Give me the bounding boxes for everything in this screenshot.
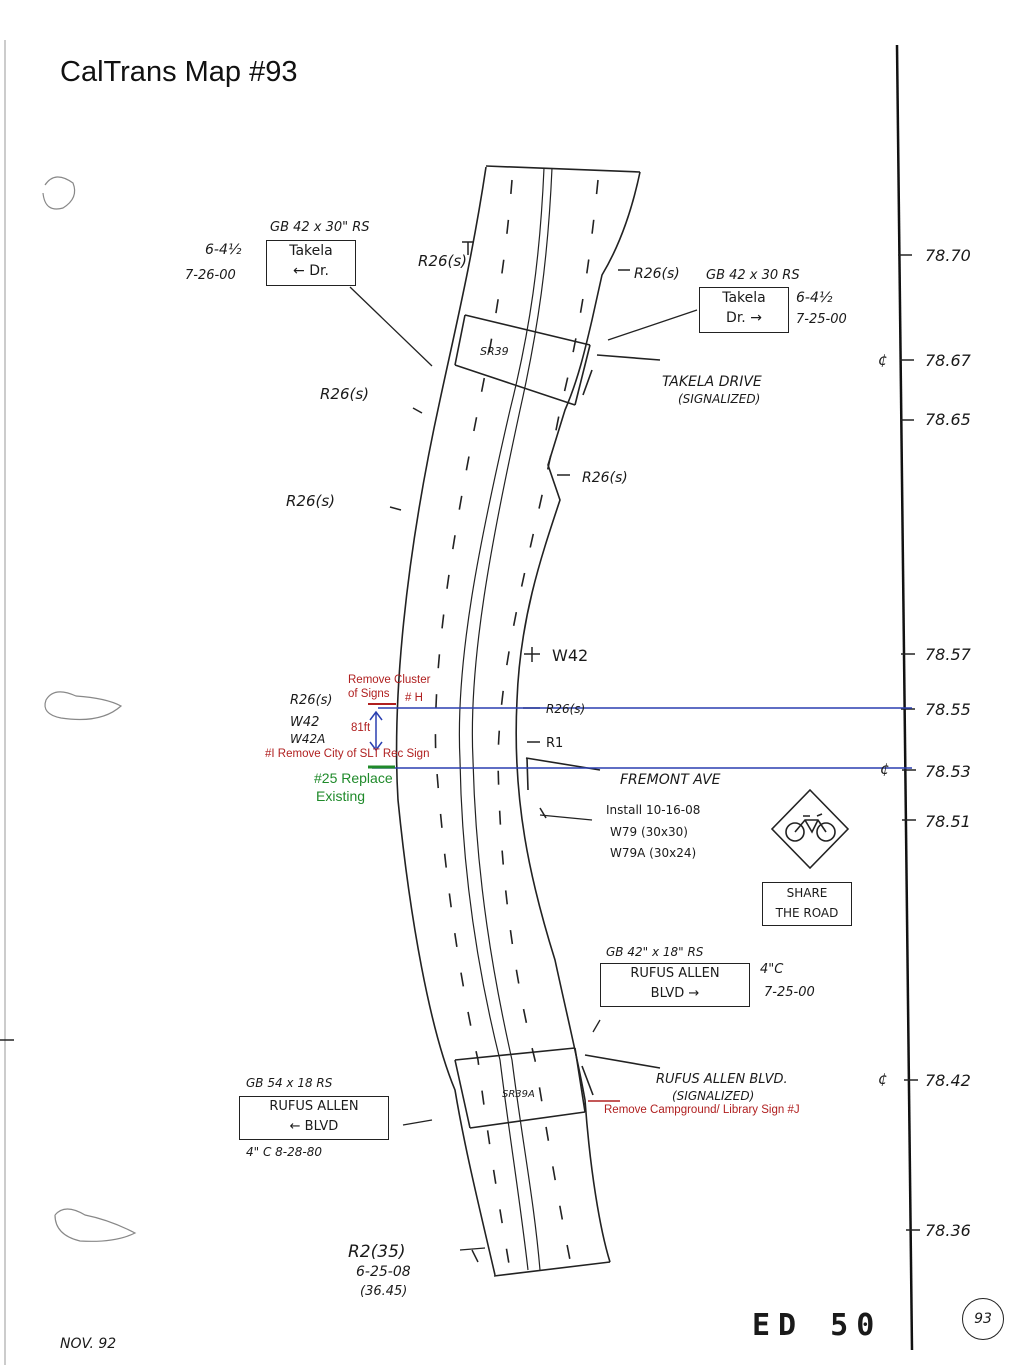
r2-date: 6-25-08 bbox=[356, 1264, 411, 1280]
date-stamp: NOV. 92 bbox=[60, 1336, 117, 1352]
sign-line: RUFUS ALLEN bbox=[269, 1099, 359, 1114]
r2-postmile: (36.45) bbox=[360, 1284, 408, 1299]
postmile-label: 78.70 bbox=[925, 246, 971, 265]
sign-line: THE ROAD bbox=[775, 906, 839, 920]
rufus-right-sign: RUFUS ALLEN BLVD → bbox=[600, 963, 750, 1007]
sign-size: 6-4½ bbox=[205, 242, 242, 258]
route-marker: SR39A bbox=[502, 1089, 535, 1100]
sign-line: RUFUS ALLEN bbox=[630, 966, 720, 981]
centerline-icon: ¢ bbox=[880, 760, 890, 778]
bicycle-sign-icon bbox=[770, 788, 850, 870]
r26-label: R26(s) bbox=[546, 702, 586, 716]
annotation-remove-cluster: Remove Cluster bbox=[348, 674, 431, 686]
sign-spec: GB 54 x 18 RS bbox=[246, 1076, 333, 1090]
r26-label: R26(s) bbox=[290, 693, 333, 708]
sign-spec: GB 42 x 30" RS bbox=[270, 220, 370, 235]
sign-size: 4" C 8-28-80 bbox=[246, 1145, 322, 1159]
sign-spec: GB 42 x 30 RS bbox=[706, 268, 800, 283]
postmile-label: 78.57 bbox=[925, 645, 971, 664]
sign-date: 7-26-00 bbox=[185, 268, 236, 283]
centerline-icon: ¢ bbox=[878, 1070, 888, 1088]
page-number: 93 bbox=[962, 1298, 1004, 1340]
sign-date: 7-25-00 bbox=[764, 985, 815, 1000]
sign-line: BLVD → bbox=[650, 986, 700, 1001]
sign-line: Takela bbox=[289, 243, 333, 259]
sign-size: 4"C bbox=[760, 962, 784, 977]
postmile-label: 78.67 bbox=[925, 351, 971, 370]
sign-spec: GB 42" x 18" RS bbox=[606, 945, 704, 959]
street-note: (SIGNALIZED) bbox=[678, 392, 761, 406]
install-note: Install 10-16-08 bbox=[606, 803, 701, 817]
postmile-label: 78.53 bbox=[925, 762, 971, 781]
sign-line: Takela bbox=[722, 290, 766, 306]
sign-date: 7-25-00 bbox=[796, 312, 847, 327]
r26-label: R26(s) bbox=[320, 385, 370, 403]
page-title: CalTrans Map #93 bbox=[60, 56, 298, 88]
annotation-replace: Existing bbox=[316, 788, 366, 804]
street-name: TAKELA DRIVE bbox=[662, 374, 762, 390]
install-note: W79 (30x30) bbox=[610, 825, 688, 839]
sign-line: ← Dr. bbox=[293, 263, 329, 279]
rufus-left-sign: RUFUS ALLEN ← BLVD bbox=[239, 1096, 389, 1140]
annotation-replace: #25 Replace bbox=[314, 770, 393, 786]
sign-line: Dr. → bbox=[726, 310, 762, 326]
postmile-label: 78.42 bbox=[925, 1071, 971, 1090]
postmile-label: 78.55 bbox=[925, 700, 971, 719]
street-name: RUFUS ALLEN BLVD. bbox=[656, 1072, 788, 1087]
sign-line: ← BLVD bbox=[289, 1119, 339, 1134]
takela-right-sign: Takela Dr. → bbox=[699, 287, 789, 333]
sign-line: SHARE bbox=[786, 886, 828, 900]
postmile-label: 78.51 bbox=[925, 812, 971, 831]
r26-label: R26(s) bbox=[418, 252, 468, 270]
r1-label: R1 bbox=[546, 736, 564, 751]
postmile-axis bbox=[895, 44, 914, 1351]
street-name: FREMONT AVE bbox=[620, 772, 721, 788]
r2-label: R2(35) bbox=[348, 1242, 406, 1262]
share-the-road-sign: SHARE THE ROAD bbox=[762, 882, 852, 926]
install-note: W79A (30x24) bbox=[610, 846, 697, 860]
sheet-code: ED 50 bbox=[752, 1308, 883, 1343]
annotation-remove-campground-sign: Remove Campground/ Library Sign #J bbox=[604, 1104, 800, 1116]
w42a-label: W42A bbox=[290, 732, 326, 746]
annotation-h-tag: # H bbox=[405, 692, 423, 704]
annotation-remove-cluster: of Signs bbox=[348, 688, 390, 700]
r26-label: R26(s) bbox=[582, 470, 628, 486]
street-note: (SIGNALIZED) bbox=[672, 1089, 755, 1103]
route-marker: SR39 bbox=[480, 345, 509, 358]
w42-label: W42 bbox=[290, 715, 320, 730]
takela-left-sign: Takela ← Dr. bbox=[266, 240, 356, 286]
w42-label: W42 bbox=[552, 646, 589, 665]
r26-label: R26(s) bbox=[634, 266, 680, 282]
postmile-label: 78.65 bbox=[925, 410, 971, 429]
r26-label: R26(s) bbox=[286, 492, 336, 510]
annotation-distance: 81ft bbox=[351, 722, 371, 734]
centerline-icon: ¢ bbox=[878, 351, 888, 369]
annotation-remove-slt-sign: #I Remove City of SLT Rec Sign bbox=[265, 748, 430, 760]
sign-size: 6-4½ bbox=[796, 290, 833, 306]
postmile-label: 78.36 bbox=[925, 1221, 971, 1240]
binder-holes bbox=[42, 176, 137, 1242]
